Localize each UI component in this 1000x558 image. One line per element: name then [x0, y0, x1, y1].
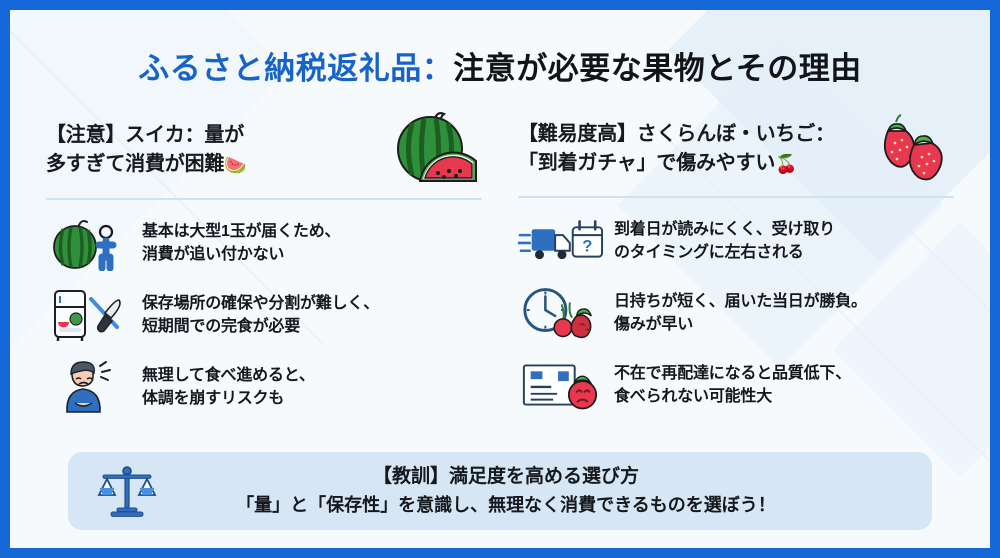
strawberries-illustration	[868, 109, 954, 188]
bullet-item: 保存場所の確保や分割が難しく、 短期間での完食が必要	[46, 286, 482, 344]
column-heading-line2: 「到着ガチャ」で傷みやすい🍒	[518, 151, 798, 174]
page-title-blue-part: ふるさと納税返礼品：	[138, 51, 454, 86]
watermelon-and-person-icon	[46, 214, 132, 272]
bullet-text: 保存場所の確保や分割が難しく、 短期間での完食が必要	[142, 295, 380, 336]
bullet-text: 日持ちが短く、届いた当日が勝負。 傷みが早い	[614, 293, 867, 334]
summary-heading: 【教訓】満足度を高める選び方	[372, 466, 639, 488]
column-divider	[518, 196, 954, 199]
redelivery-notice-and-sad-tomato-icon	[518, 356, 604, 414]
column-heading-line1: 【難易度高】さくらんぼ・いちご：	[518, 123, 835, 146]
svg-text:?: ?	[582, 237, 592, 256]
refrigerator-and-knife-icon	[46, 286, 132, 344]
column-cherry-strawberry: 【難易度高】さくらんぼ・いちご： 「到着ガチャ」で傷みやすい🍒	[500, 109, 972, 416]
summary-text: 【教訓】満足度を高める選び方 「量」と「保存性」を意識し、無理なく消費できるもの…	[168, 464, 914, 518]
page-title: ふるさと納税返礼品：注意が必要な果物とその理由	[10, 10, 990, 87]
clock-and-cherries-icon	[518, 284, 604, 342]
summary-subheading: 「量」と「保存性」を意識し、無理なく消費できるものを選ぼう！	[236, 494, 776, 515]
column-heading-line2: 多すぎて消費が困難🍉	[46, 152, 247, 175]
column-watermelon: 【注意】スイカ：量が 多すぎて消費が困難🍉	[28, 109, 500, 416]
bullet-list-watermelon: 基本は大型1玉が届くため、 消費が追い付かない	[46, 210, 482, 416]
column-heading-line1: 【注意】スイカ：量が	[46, 124, 244, 147]
bullet-text: 無理して食べ進めると、 体調を崩すリスクも	[142, 367, 315, 408]
bullet-text: 基本は大型1玉が届くため、 消費が追い付かない	[142, 223, 341, 264]
column-heading-text: 【難易度高】さくらんぼ・いちご： 「到着ガチャ」で傷みやすい🍒	[518, 120, 835, 177]
balance-scale-icon	[86, 462, 168, 520]
page-title-black-part: 注意が必要な果物とその理由	[453, 51, 862, 86]
bullet-item: 日持ちが短く、届いた当日が勝負。 傷みが早い	[518, 284, 954, 342]
bullet-item: ? 到着日が読みにくく、受け取り のタイミングに左右される	[518, 212, 954, 270]
bullet-list-cherry-strawberry: ? 到着日が読みにくく、受け取り のタイミングに左右される	[518, 208, 954, 414]
stomach-ache-person-icon	[46, 358, 132, 416]
cherry-emoji: 🍒	[775, 153, 798, 174]
bullet-item: 基本は大型1玉が届くため、 消費が追い付かない	[46, 214, 482, 272]
column-header-watermelon: 【注意】スイカ：量が 多すぎて消費が困難🍉	[46, 109, 482, 190]
watermelon-illustration	[378, 109, 482, 190]
column-heading-text: 【注意】スイカ：量が 多すぎて消費が困難🍉	[46, 121, 247, 178]
column-divider	[46, 198, 482, 201]
bullet-text: 到着日が読みにくく、受け取り のタイミングに左右される	[614, 221, 835, 262]
summary-box: 【教訓】満足度を高める選び方 「量」と「保存性」を意識し、無理なく消費できるもの…	[68, 452, 932, 530]
column-header-cherry-strawberry: 【難易度高】さくらんぼ・いちご： 「到着ガチャ」で傷みやすい🍒	[518, 109, 954, 188]
bullet-text: 不在で再配達になると品質低下、 食べられない可能性大	[614, 365, 852, 406]
columns-container: 【注意】スイカ：量が 多すぎて消費が困難🍉	[10, 109, 990, 416]
bullet-item: 無理して食べ進めると、 体調を崩すリスクも	[46, 358, 482, 416]
watermelon-emoji: 🍉	[224, 154, 247, 175]
bullet-item: 不在で再配達になると品質低下、 食べられない可能性大	[518, 356, 954, 414]
delivery-truck-and-calendar-question-icon: ?	[518, 212, 604, 270]
